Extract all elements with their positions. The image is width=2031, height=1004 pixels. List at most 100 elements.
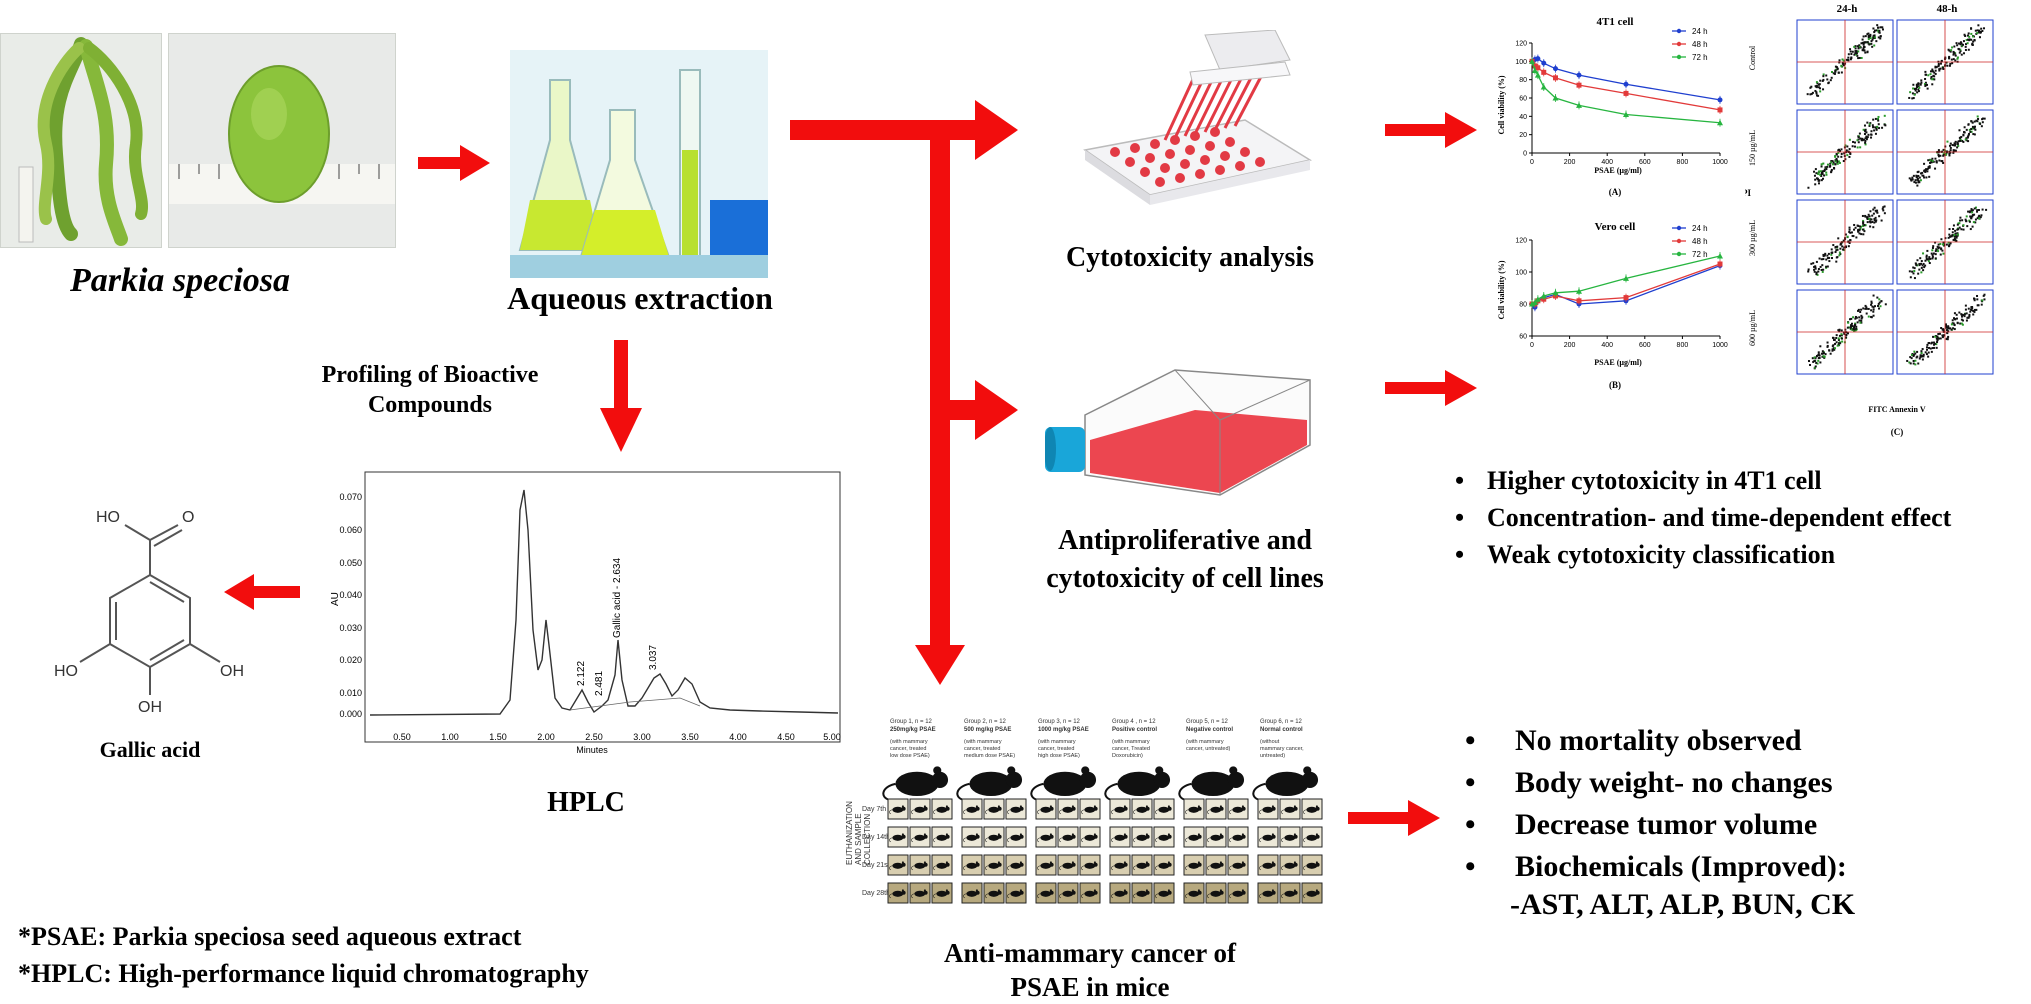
- flow-dot: [1914, 359, 1917, 362]
- flow-dot: [1851, 145, 1854, 148]
- mouse-ear: [1167, 889, 1170, 892]
- flow-dot: [1908, 177, 1911, 180]
- flow-dot: [1879, 305, 1882, 308]
- mouse-ear: [1145, 833, 1148, 836]
- flow-dot: [1846, 332, 1849, 335]
- flow-dot: [1915, 175, 1918, 178]
- flow-dot: [1835, 68, 1838, 71]
- mouse-head: [1219, 806, 1224, 811]
- flow-dot: [1918, 357, 1921, 360]
- flow-dot: [1958, 51, 1961, 54]
- mouse-head: [1241, 834, 1246, 839]
- flow-dot: [1964, 304, 1967, 307]
- mouse-head: [945, 834, 950, 839]
- mouse-ear: [1229, 766, 1238, 775]
- hplc-x-tick: 4.50: [777, 732, 795, 742]
- arrow-right-icon: [418, 145, 490, 181]
- flow-dot: [1965, 312, 1968, 315]
- mouse-ear: [1315, 833, 1318, 836]
- flow-dot: [1817, 353, 1820, 356]
- flow-dot: [1866, 121, 1869, 124]
- mouse-ear: [933, 766, 942, 775]
- flow-dot: [1817, 182, 1820, 185]
- flow-dot: [1912, 97, 1915, 100]
- flow-dot: [1819, 87, 1822, 90]
- flow-dot: [1807, 186, 1810, 189]
- flow-dot: [1935, 161, 1938, 164]
- flow-dot: [1874, 209, 1877, 212]
- flow-dot: [1976, 29, 1979, 32]
- flow-dot: [1855, 52, 1858, 55]
- mouse-head: [1301, 771, 1319, 788]
- mouse-tail: [1185, 865, 1189, 871]
- flow-dot: [1877, 36, 1880, 39]
- mouse-tail: [1155, 893, 1159, 899]
- y-tick-label: 60: [1519, 96, 1527, 103]
- mouse-ear: [1123, 889, 1126, 892]
- flow-dot: [1952, 53, 1955, 56]
- flow-dot: [1816, 177, 1819, 180]
- data-point: [1576, 82, 1582, 88]
- flow-dot: [1861, 38, 1864, 41]
- flow-dot: [1971, 214, 1974, 217]
- legend-label: 24 h: [1692, 27, 1708, 36]
- flow-dot: [1817, 359, 1820, 362]
- flow-dot: [1838, 254, 1841, 257]
- flow-dot: [1834, 70, 1837, 73]
- compound-name: Gallic acid: [99, 737, 201, 762]
- mouse-head: [901, 834, 906, 839]
- mouse-head: [1315, 806, 1320, 811]
- flow-dot: [1876, 118, 1879, 121]
- flow-dot: [1942, 148, 1945, 151]
- flow-dot: [1933, 75, 1936, 78]
- flow-dot: [1947, 330, 1950, 333]
- invitro-results: Higher cytotoxicity in 4T1 cell Concentr…: [1455, 462, 2030, 573]
- flow-dot: [1831, 349, 1834, 352]
- flow-dot: [1873, 217, 1876, 220]
- flow-dot: [1960, 135, 1963, 138]
- flow-dot: [1980, 303, 1983, 306]
- flow-dot: [1931, 83, 1934, 86]
- flow-dot: [1922, 174, 1925, 177]
- flow-dot: [1861, 224, 1864, 227]
- mouse-ear: [1241, 805, 1244, 808]
- flow-dot: [1967, 48, 1970, 51]
- flow-dot: [1983, 117, 1986, 120]
- flow-dot: [1932, 245, 1935, 248]
- mouse-body: [1062, 862, 1074, 869]
- flow-dot: [1959, 139, 1962, 142]
- mouse-body: [914, 862, 926, 869]
- flow-dot: [1957, 140, 1960, 143]
- mouse-icon: [911, 805, 928, 815]
- flow-dot: [1943, 334, 1946, 337]
- flow-dot: [1865, 135, 1868, 138]
- flow-dot: [1940, 60, 1943, 63]
- flow-dot: [1920, 260, 1923, 263]
- flow-dot: [1855, 327, 1858, 330]
- flow-dot: [1822, 78, 1825, 81]
- flow-dot: [1842, 248, 1845, 251]
- mouse-tail: [1281, 893, 1285, 899]
- mouse-head: [1271, 806, 1276, 811]
- flow-dot: [1813, 268, 1816, 271]
- flow-dot: [1955, 42, 1958, 45]
- flow-dot: [1877, 119, 1880, 122]
- flow-dot: [1968, 315, 1971, 318]
- flow-dot: [1814, 85, 1817, 88]
- flow-dot: [1837, 337, 1840, 340]
- mouse-body: [1306, 890, 1318, 897]
- flow-dot: [1849, 231, 1852, 234]
- flow-dot: [1873, 206, 1876, 209]
- flow-dot: [1948, 152, 1951, 155]
- arrow-right-icon: [1348, 800, 1440, 836]
- flow-dot: [1827, 252, 1830, 255]
- mouse-head: [1167, 834, 1172, 839]
- mouse-body: [1188, 862, 1200, 869]
- flow-dot: [1832, 344, 1835, 347]
- mouse-head: [901, 806, 906, 811]
- flow-dot: [1862, 222, 1865, 225]
- flow-dot: [1821, 352, 1824, 355]
- mouse-icon: [1185, 889, 1202, 899]
- branch-arrows: [790, 100, 1018, 685]
- mouse-body: [1136, 834, 1148, 841]
